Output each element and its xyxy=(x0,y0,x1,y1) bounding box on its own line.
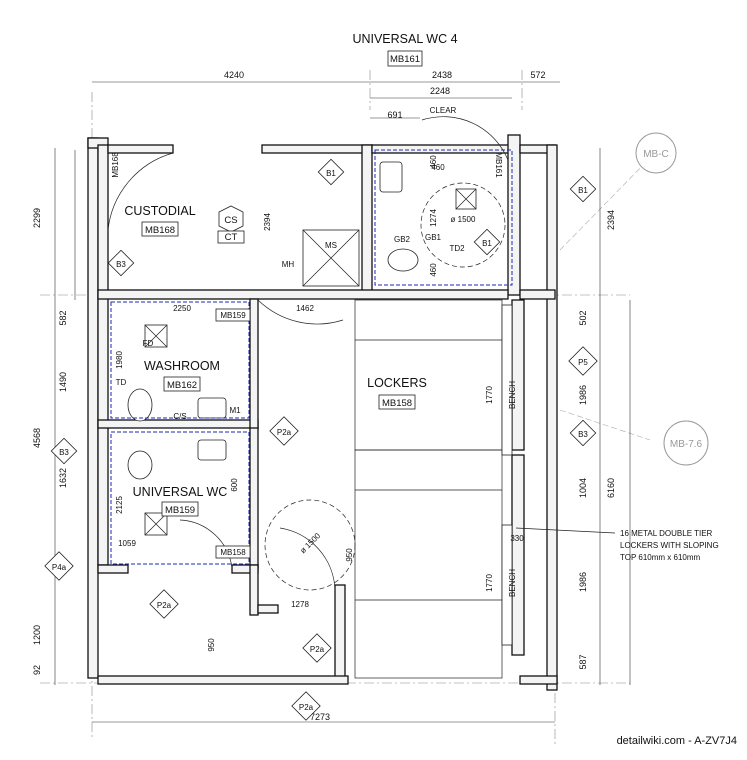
dim-1980: 1980 xyxy=(115,351,124,369)
label-ct: CT xyxy=(225,232,238,243)
callout-p2a-d: P2a xyxy=(299,703,314,712)
dim-top-2438: 2438 xyxy=(432,70,452,80)
dim-1770a: 1770 xyxy=(485,386,494,404)
mop-sink xyxy=(302,229,360,287)
dim-330: 330 xyxy=(510,534,524,543)
room-code-custodial: MB168 xyxy=(145,225,175,236)
callout-b3c: B3 xyxy=(578,430,588,439)
walls xyxy=(87,134,558,691)
callout-b3a: B3 xyxy=(116,260,126,269)
dim-right-1986a: 1986 xyxy=(578,385,588,405)
dim-top-572: 572 xyxy=(530,70,545,80)
label-mb159-top: MB159 xyxy=(220,311,246,320)
watermark-text: detailwiki.com - A-ZV7J4 xyxy=(617,735,737,747)
note-line-1: 16 METAL DOUBLE TIER xyxy=(620,529,713,538)
dim-460b: 460 xyxy=(429,263,438,277)
dim-2394: 2394 xyxy=(263,213,272,231)
room-name-washroom: WASHROOM xyxy=(144,359,220,373)
dim-right-2394: 2394 xyxy=(606,210,616,230)
callout-p2a-b: P2a xyxy=(157,601,172,610)
label-bench-upper: BENCH xyxy=(508,381,517,409)
label-cs: CS xyxy=(224,215,237,226)
room-code-washroom: MB162 xyxy=(167,380,197,391)
dim-top-460: 460 xyxy=(431,163,445,172)
dim-left-2299: 2299 xyxy=(32,208,42,228)
dim-top-4240: 4240 xyxy=(224,70,244,80)
callout-tags xyxy=(44,158,598,721)
room-code-universal-wc: MB159 xyxy=(165,505,195,516)
door-swings xyxy=(107,116,509,591)
dim-right-1004: 1004 xyxy=(578,478,588,498)
dim-left-1632: 1632 xyxy=(58,468,68,488)
dim-right-587: 587 xyxy=(578,654,588,669)
grid-bubble-mb-c xyxy=(635,132,677,174)
lockers-and-bench xyxy=(354,299,513,679)
callout-p2a-a: P2a xyxy=(277,428,292,437)
dim-left-582: 582 xyxy=(58,310,68,325)
dim-1059: 1059 xyxy=(118,539,136,548)
note-line-3: TOP 610mm x 610mm xyxy=(620,553,701,562)
dim-2250: 2250 xyxy=(173,304,191,313)
callout-b1c: B1 xyxy=(482,239,492,248)
label-fd: FD xyxy=(143,339,154,348)
grid-ref-c1: MB-C xyxy=(643,149,669,160)
label-m1: M1 xyxy=(229,406,241,415)
label-mb168-door: MB168 xyxy=(111,152,120,178)
dim-950a: 950 xyxy=(345,548,354,562)
callout-p4a: P4a xyxy=(52,563,67,572)
room-code-lockers: MB158 xyxy=(382,398,412,409)
dim-460c: 460 xyxy=(429,155,438,169)
dim-right-1986b: 1986 xyxy=(578,572,588,592)
floor-drains xyxy=(144,188,477,536)
label-mb158-door: MB158 xyxy=(220,548,246,557)
dim-1770b: 1770 xyxy=(485,574,494,592)
dim-left-92: 92 xyxy=(32,665,42,675)
dim-top-691: 691 xyxy=(387,110,402,120)
label-gb1: GB1 xyxy=(425,233,442,242)
room-name-custodial: CUSTODIAL xyxy=(124,204,195,218)
room-name-lockers: LOCKERS xyxy=(367,376,427,390)
label-td: TD xyxy=(116,378,127,387)
dim-2125: 2125 xyxy=(115,496,124,514)
dim-bottom-7273: 7273 xyxy=(310,712,330,722)
grid-bubble-mb-7-6 xyxy=(663,420,709,466)
dim-1462: 1462 xyxy=(296,304,314,313)
callout-p2a-c: P2a xyxy=(310,645,325,654)
dim-left-4568: 4568 xyxy=(32,428,42,448)
dim-950b: 950 xyxy=(207,638,216,652)
dim-right-502: 502 xyxy=(578,310,588,325)
label-ms: MS xyxy=(325,241,337,250)
label-cs2: C/S xyxy=(173,412,186,421)
sanitary-fixtures xyxy=(127,161,419,480)
label-mh: MH xyxy=(282,260,295,269)
clear-label: CLEAR xyxy=(430,106,457,115)
dim-1274: 1274 xyxy=(429,209,438,227)
dia-1500b: ø 1500 xyxy=(298,531,322,555)
callout-b1a: B1 xyxy=(326,169,336,178)
room-name-universal-wc: UNIVERSAL WC xyxy=(133,485,228,499)
callout-b1b: B1 xyxy=(578,186,588,195)
dim-top-2248: 2248 xyxy=(430,86,450,96)
callout-p5: P5 xyxy=(578,358,588,367)
label-mb161-door: MB161 xyxy=(494,152,503,178)
dim-right-6160: 6160 xyxy=(606,478,616,498)
dim-600: 600 xyxy=(230,478,239,492)
grid-ref-c2: MB-7.6 xyxy=(670,439,703,450)
label-td2: TD2 xyxy=(449,244,465,253)
dim-1278: 1278 xyxy=(291,600,309,609)
dia-1500a: ø 1500 xyxy=(451,215,476,224)
note-line-2: LOCKERS WITH SLOPING xyxy=(620,541,719,550)
dimension-lines xyxy=(54,81,631,723)
accessible-zones xyxy=(110,149,513,565)
dim-left-1490: 1490 xyxy=(58,372,68,392)
dim-left-1200: 1200 xyxy=(32,625,42,645)
label-gb2: GB2 xyxy=(394,235,411,244)
callout-b3b: B3 xyxy=(59,448,69,457)
label-bench-lower: BENCH xyxy=(508,569,517,597)
header-room-code: MB161 xyxy=(390,54,420,65)
header-title: UNIVERSAL WC 4 xyxy=(352,32,457,46)
